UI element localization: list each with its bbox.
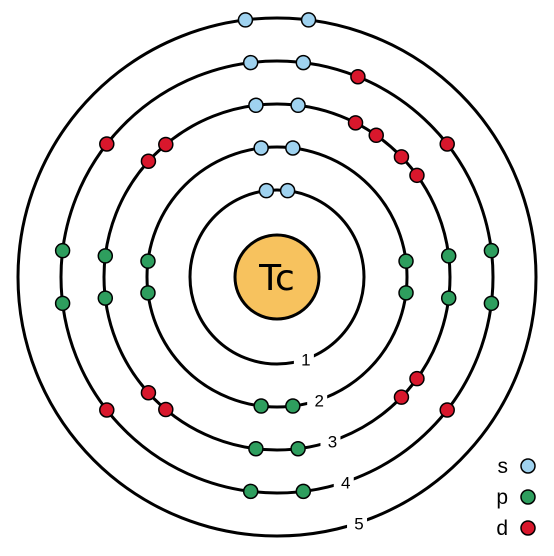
d-electron <box>99 402 115 418</box>
shell-label-mask <box>293 348 314 371</box>
element-symbol: Tc <box>258 258 295 299</box>
legend-label: p <box>496 486 508 509</box>
legend-label: s <box>498 455 509 478</box>
s-electron <box>295 54 312 71</box>
s-electron <box>242 54 259 71</box>
d-electron <box>158 401 174 418</box>
p-electron <box>285 398 301 414</box>
shell-label-mask <box>333 471 354 494</box>
p-electron <box>97 290 114 306</box>
p-electron <box>483 295 500 312</box>
legend-swatch <box>520 489 536 505</box>
p-electron <box>290 440 306 457</box>
d-electron <box>439 402 455 418</box>
s-electron <box>258 182 275 199</box>
s-electron <box>248 97 264 114</box>
shell-label: 1 <box>301 351 310 370</box>
shell-label: 4 <box>341 473 350 492</box>
d-electron <box>409 167 425 184</box>
p-electron <box>242 483 259 500</box>
d-electron <box>140 153 157 169</box>
d-electron <box>439 136 455 152</box>
d-electron <box>350 68 366 85</box>
s-electron <box>237 12 254 28</box>
p-electron <box>54 295 71 312</box>
shell-label: 3 <box>328 433 337 452</box>
d-electron <box>409 370 425 387</box>
p-electron <box>483 242 500 259</box>
legend-swatch <box>520 520 536 536</box>
shell-label: 2 <box>314 392 323 411</box>
shell-label: 5 <box>354 514 363 533</box>
p-electron <box>54 242 71 259</box>
shell-ring <box>59 59 495 495</box>
p-electron <box>248 440 264 457</box>
d-electron <box>393 389 410 405</box>
p-electron <box>440 290 457 306</box>
s-electron <box>279 182 296 199</box>
shell-label-mask <box>320 430 341 453</box>
d-electron <box>368 127 384 144</box>
p-electron <box>440 248 457 264</box>
p-electron <box>398 253 414 269</box>
p-electron <box>295 483 312 500</box>
legend-swatch <box>520 458 536 474</box>
d-electron <box>99 136 115 152</box>
shell-rings <box>16 16 538 538</box>
d-electron <box>158 136 174 153</box>
p-electron <box>97 248 114 264</box>
s-electron <box>253 140 269 156</box>
shell-ring <box>145 145 409 409</box>
s-electron <box>300 12 317 28</box>
p-electron <box>140 253 156 269</box>
p-electron <box>140 285 156 301</box>
nucleus <box>233 233 321 321</box>
electrons <box>54 12 500 500</box>
p-electron <box>398 285 414 301</box>
legend: spd <box>496 455 536 540</box>
legend-label: d <box>496 517 508 540</box>
shell-label-mask <box>347 512 368 535</box>
shell-ring <box>188 188 366 366</box>
d-electron <box>140 385 157 401</box>
shell-labels: 1 2 3 4 5 <box>293 348 368 535</box>
shell-ring <box>16 16 538 538</box>
shell-label-mask <box>307 389 328 412</box>
p-electron <box>253 398 269 414</box>
s-electron <box>285 140 301 156</box>
shell-ring <box>102 102 452 452</box>
d-electron <box>347 115 364 131</box>
d-electron <box>393 149 410 165</box>
s-electron <box>290 97 306 114</box>
